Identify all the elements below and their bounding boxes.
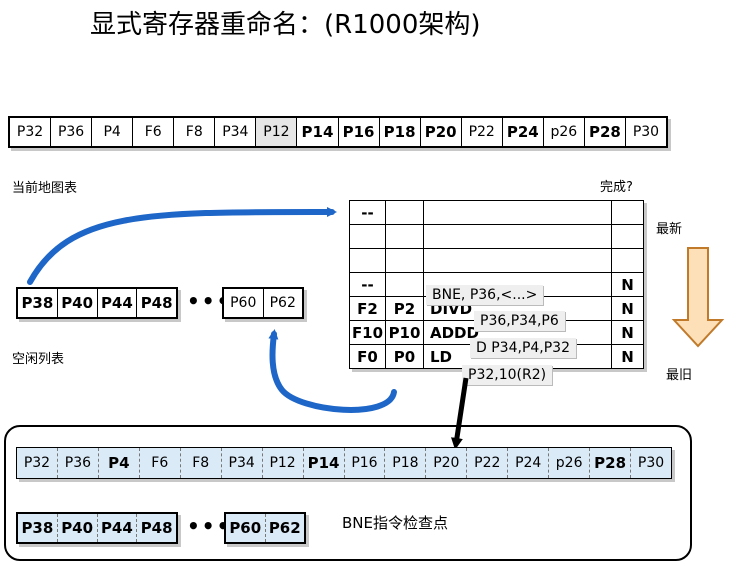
free-list-cell: P40: [58, 289, 98, 317]
rob-cell: N: [611, 296, 644, 321]
checkpoint-arrow: [450, 377, 469, 450]
rob-cell: [385, 272, 424, 297]
checkpoint-map-cell: P16: [344, 448, 386, 478]
free-list-label: 空闲列表: [12, 352, 65, 367]
map-cell: P4: [92, 118, 134, 146]
checkpoint-map-cell: P4: [98, 448, 140, 478]
free-list-cell: P60: [224, 289, 264, 317]
rob-cell: P0: [385, 344, 424, 369]
checkpoint-map-cell: F8: [180, 448, 222, 478]
map-cell: P22: [462, 118, 503, 146]
rob-cell: --: [349, 200, 386, 225]
newest-label: 最新: [656, 222, 683, 237]
checkpoint-free-cell: P40: [57, 514, 98, 542]
rob-to-free-arrow: [268, 329, 397, 413]
oldest-label: 最旧: [666, 368, 693, 383]
free-list-tail: P60 P62: [222, 287, 304, 319]
map-cell: p26: [544, 118, 585, 146]
map-cell: P18: [380, 118, 421, 146]
map-cell: F8: [174, 118, 216, 146]
checkpoint-free-cell: P44: [97, 514, 138, 542]
rob-cell: N: [611, 344, 644, 369]
map-cell: P34: [215, 118, 257, 146]
map-cell: P32: [10, 118, 52, 146]
map-cell: P20: [421, 118, 462, 146]
free-list-cell: P38: [18, 289, 58, 317]
rob-cell: [611, 224, 644, 249]
checkpoint-map-cell: P18: [385, 448, 427, 478]
checkpoint-map-cell: P20: [426, 448, 468, 478]
checkpoint-map-cell: P14: [303, 448, 345, 478]
rob-cell: --: [349, 272, 386, 297]
map-cell: P12: [256, 118, 298, 146]
checkpoint-map-cell: P36: [57, 448, 99, 478]
checkpoint-map-cell: P30: [631, 448, 671, 478]
done-label: 完成?: [600, 180, 633, 195]
checkpoint-map-cell: P12: [262, 448, 304, 478]
free-to-rob-arrow: [27, 206, 337, 285]
checkpoint-dots: •••: [187, 514, 232, 538]
checkpoint-map-cell: P32: [17, 448, 58, 478]
map-cell: P24: [503, 118, 544, 146]
free-list-cell: P62: [269, 295, 296, 311]
map-cell: P14: [297, 118, 339, 146]
checkpoint-free-cell: P38: [18, 514, 58, 542]
rob-cell: F10: [349, 320, 386, 345]
free-list-cell: P44: [98, 289, 138, 317]
map-cell: F6: [133, 118, 175, 146]
rob-row: [349, 224, 644, 249]
map-cell: P30: [632, 124, 660, 140]
rob-cell: [611, 200, 644, 225]
checkpoint-free-cell: P48: [137, 514, 176, 542]
checkpoint-label: BNE指令检查点: [342, 514, 448, 532]
checkpoint-map-cell: p26: [549, 448, 591, 478]
direction-arrow-icon: [671, 247, 725, 348]
rob-cell: [349, 248, 386, 273]
rob-overlay-ld: P32,10(R2): [462, 365, 553, 385]
map-cell: P28: [585, 118, 626, 146]
rob-overlay-addd: D P34,P4,P32: [470, 338, 576, 358]
checkpoint-map-cell: P22: [467, 448, 509, 478]
checkpoint-map-cell: P28: [590, 448, 632, 478]
checkpoint-map-cell: F6: [139, 448, 181, 478]
checkpoint-free-cell: P60: [226, 514, 266, 542]
rob-cell: [385, 200, 424, 225]
current-map-label: 当前地图表: [12, 181, 78, 196]
rob-cell: [385, 224, 424, 249]
rob-overlay-bne: BNE, P36,<...>: [426, 285, 544, 305]
rob-overlay-divd: P36,P34,P6: [474, 311, 565, 331]
checkpoint-free-cell: P62: [265, 514, 304, 542]
map-cell: P16: [339, 118, 380, 146]
page-title: 显式寄存器重命名：(R1000架构): [90, 10, 481, 40]
checkpoint-map-cell: P24: [508, 448, 550, 478]
free-list-cell: P48: [140, 294, 173, 312]
checkpoint-frame: [4, 425, 692, 561]
checkpoint-map-cell: P34: [221, 448, 263, 478]
map-cell: P36: [51, 118, 93, 146]
